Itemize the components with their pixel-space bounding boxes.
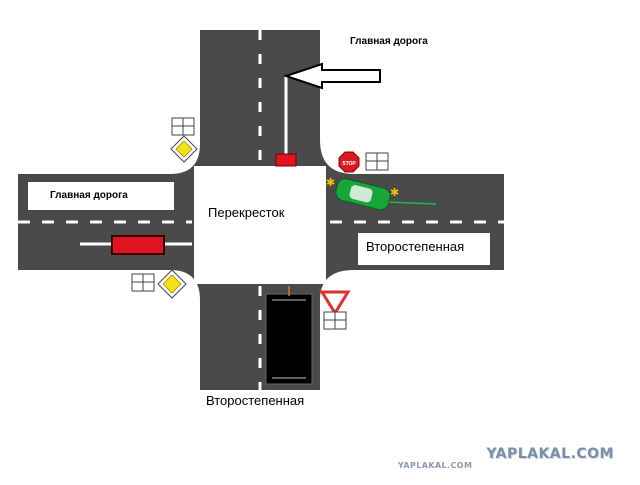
black-truck-south	[265, 293, 313, 385]
priority-road-sign-top-left	[170, 117, 198, 163]
corner-se	[320, 270, 354, 300]
corner-ne	[320, 140, 354, 174]
stop-sign-text: STOP	[342, 161, 356, 167]
yield-triangle-icon	[319, 290, 351, 316]
stop-sign: STOP	[338, 151, 389, 173]
priority-road-sign-bottom-left	[131, 269, 187, 299]
corner-nw	[170, 144, 200, 174]
priority-diamond-core	[175, 140, 193, 158]
secondary-road-label-right: Второстепенная	[358, 233, 490, 265]
secondary-road-label-bottom: Второстепенная	[198, 390, 322, 414]
yield-sign	[319, 290, 351, 330]
main-road-label-left: Главная дорога	[28, 182, 174, 210]
red-car-west	[111, 235, 165, 255]
turn-signal-left-icon: ✱	[326, 177, 335, 189]
main-road-label-top: Главная дорога	[350, 36, 428, 47]
intersection-label: Перекресток	[208, 205, 285, 220]
arrow-pointer-icon	[282, 62, 381, 90]
turn-signal-right-icon: ✱	[390, 187, 399, 199]
intersection-area	[194, 166, 326, 284]
corner-sw	[170, 270, 200, 300]
vertical-road-north	[200, 30, 320, 170]
red-car-north	[275, 153, 297, 167]
watermark-large: YAPLAKAL.COM	[486, 446, 614, 462]
green-car-east	[335, 178, 391, 211]
priority-diamond-core	[162, 274, 182, 294]
watermark-small: YAPLAKAL.COM	[398, 461, 473, 470]
green-car-window	[349, 185, 373, 203]
stop-sign-icon	[338, 151, 360, 173]
